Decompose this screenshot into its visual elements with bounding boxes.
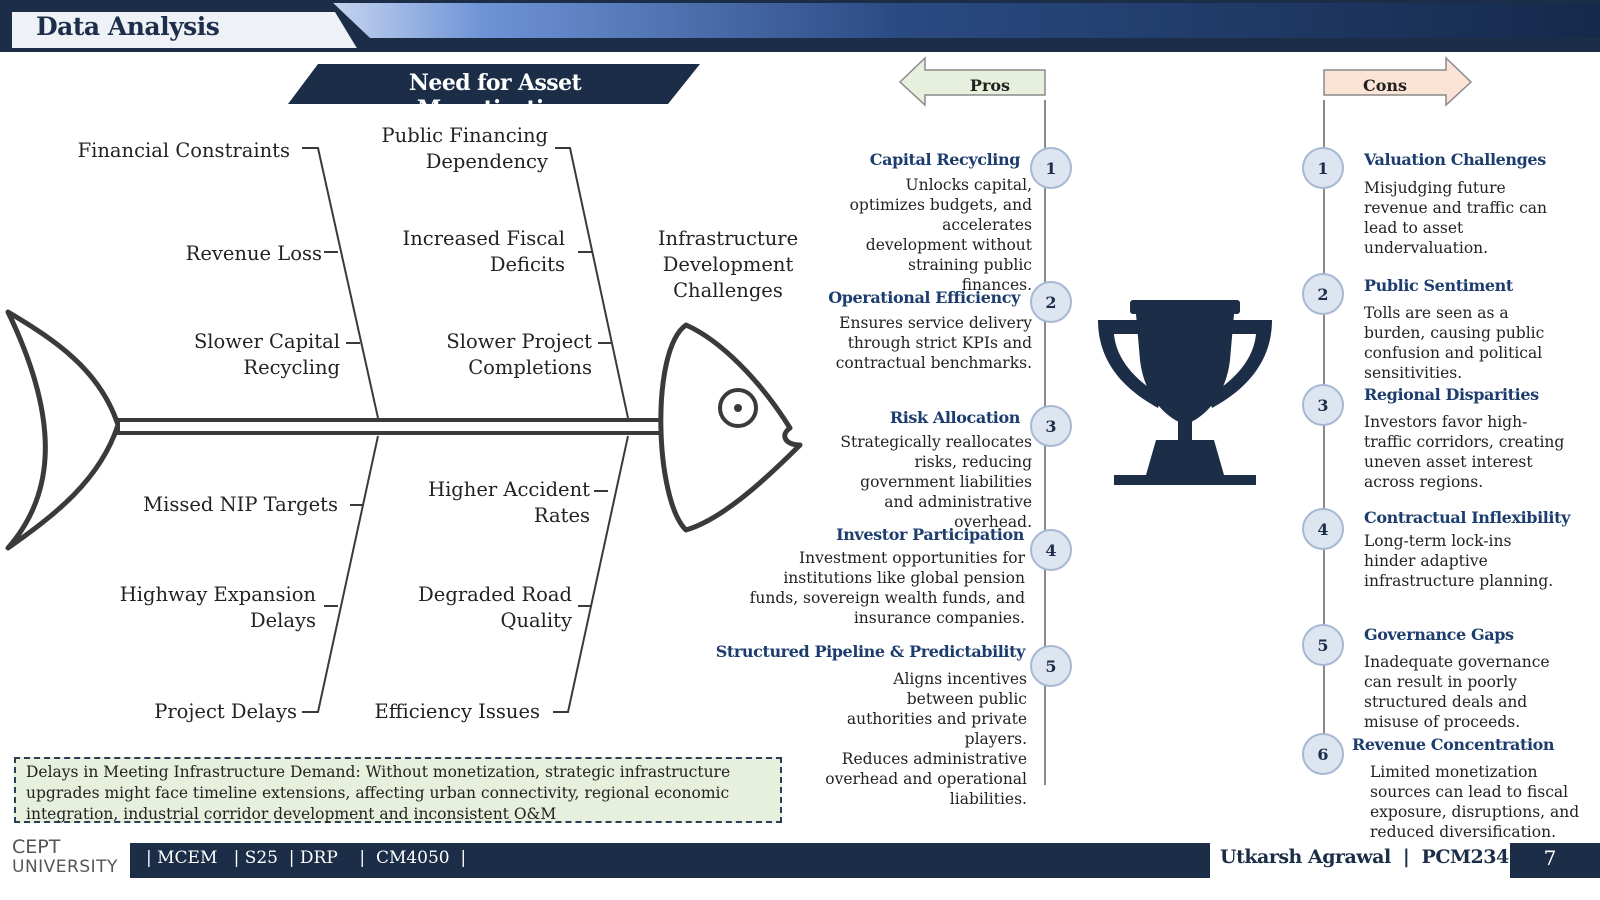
bone-upper-1 [302,147,379,419]
pros-label: Pros [969,76,1011,95]
con-title-4: Contractual Inflexibility [1364,508,1570,527]
con-number-2: 2 [1302,273,1344,315]
fish-head [658,322,803,533]
pro-number-3: 3 [1030,405,1072,447]
pro-number-4: 4 [1030,529,1072,571]
cons-label: Cons [1362,76,1408,95]
con-title-1: Valuation Challenges [1364,150,1546,169]
pro-title-5: Structured Pipeline & Predictability [715,642,1026,661]
bone-lower-2 [553,435,629,713]
cons-arrow [1323,56,1473,107]
fishbone-title: Need for Asset Monetization [408,70,582,122]
bone-label-efficiency-issues: Efficiency Issues [374,700,540,723]
pros-arrow [898,56,1046,107]
note-box: Delays in Meeting Infrastructure Demand:… [14,757,782,823]
bone-label-revenue-loss: Revenue Loss [185,242,322,265]
con-title-5: Governance Gaps [1364,625,1514,644]
fish-spine [116,418,675,435]
bone-label-financial-constraints: Financial Constraints [77,139,290,162]
pro-title-4: Investor Participation [836,525,1024,544]
con-number-1: 1 [1302,147,1344,189]
con-desc-3: Investors favor high-traffic corridors, … [1364,413,1565,491]
bone-lower-1 [302,435,379,713]
trophy-icon [1098,300,1272,485]
header-band [0,0,1600,52]
page-number: 7 [1543,846,1557,870]
footer-course-info: | MCEM | S25 | DRP | CM4050 | [146,848,467,868]
pro-title-2: Operational Efficiency [828,288,1020,307]
con-number-5: 5 [1302,624,1344,666]
footer-name-box [1210,843,1510,878]
con-title-6: Revenue Concentration [1352,735,1555,754]
footer-author: Utkarsh Agrawal | PCM23414 [1220,846,1535,868]
con-number-3: 3 [1302,384,1344,426]
pro-number-1: 1 [1030,147,1072,189]
page-title: Data Analysis [36,12,220,41]
pro-title-3: Risk Allocation [889,408,1021,427]
bone-label-missed-nip-targets: Missed NIP Targets [143,493,338,516]
con-number-6: 6 [1302,733,1344,775]
fishbone-title-banner [288,64,700,104]
con-title-2: Public Sentiment [1364,276,1513,295]
pro-number-5: 5 [1030,645,1072,687]
con-number-4: 4 [1302,508,1344,550]
cept-logo-line1: CEPT [12,836,61,858]
con-title-3: Regional Disparities [1364,385,1539,404]
fish-tail [5,309,121,551]
bone-label-project-delays: Project Delays [154,700,297,723]
bone-upper-2 [555,147,629,419]
pro-title-1: Capital Recycling [869,150,1021,169]
cept-logo-line2: UNIVERSITY [12,857,118,877]
fishbone-diagram [5,147,803,713]
pro-number-2: 2 [1030,281,1072,323]
